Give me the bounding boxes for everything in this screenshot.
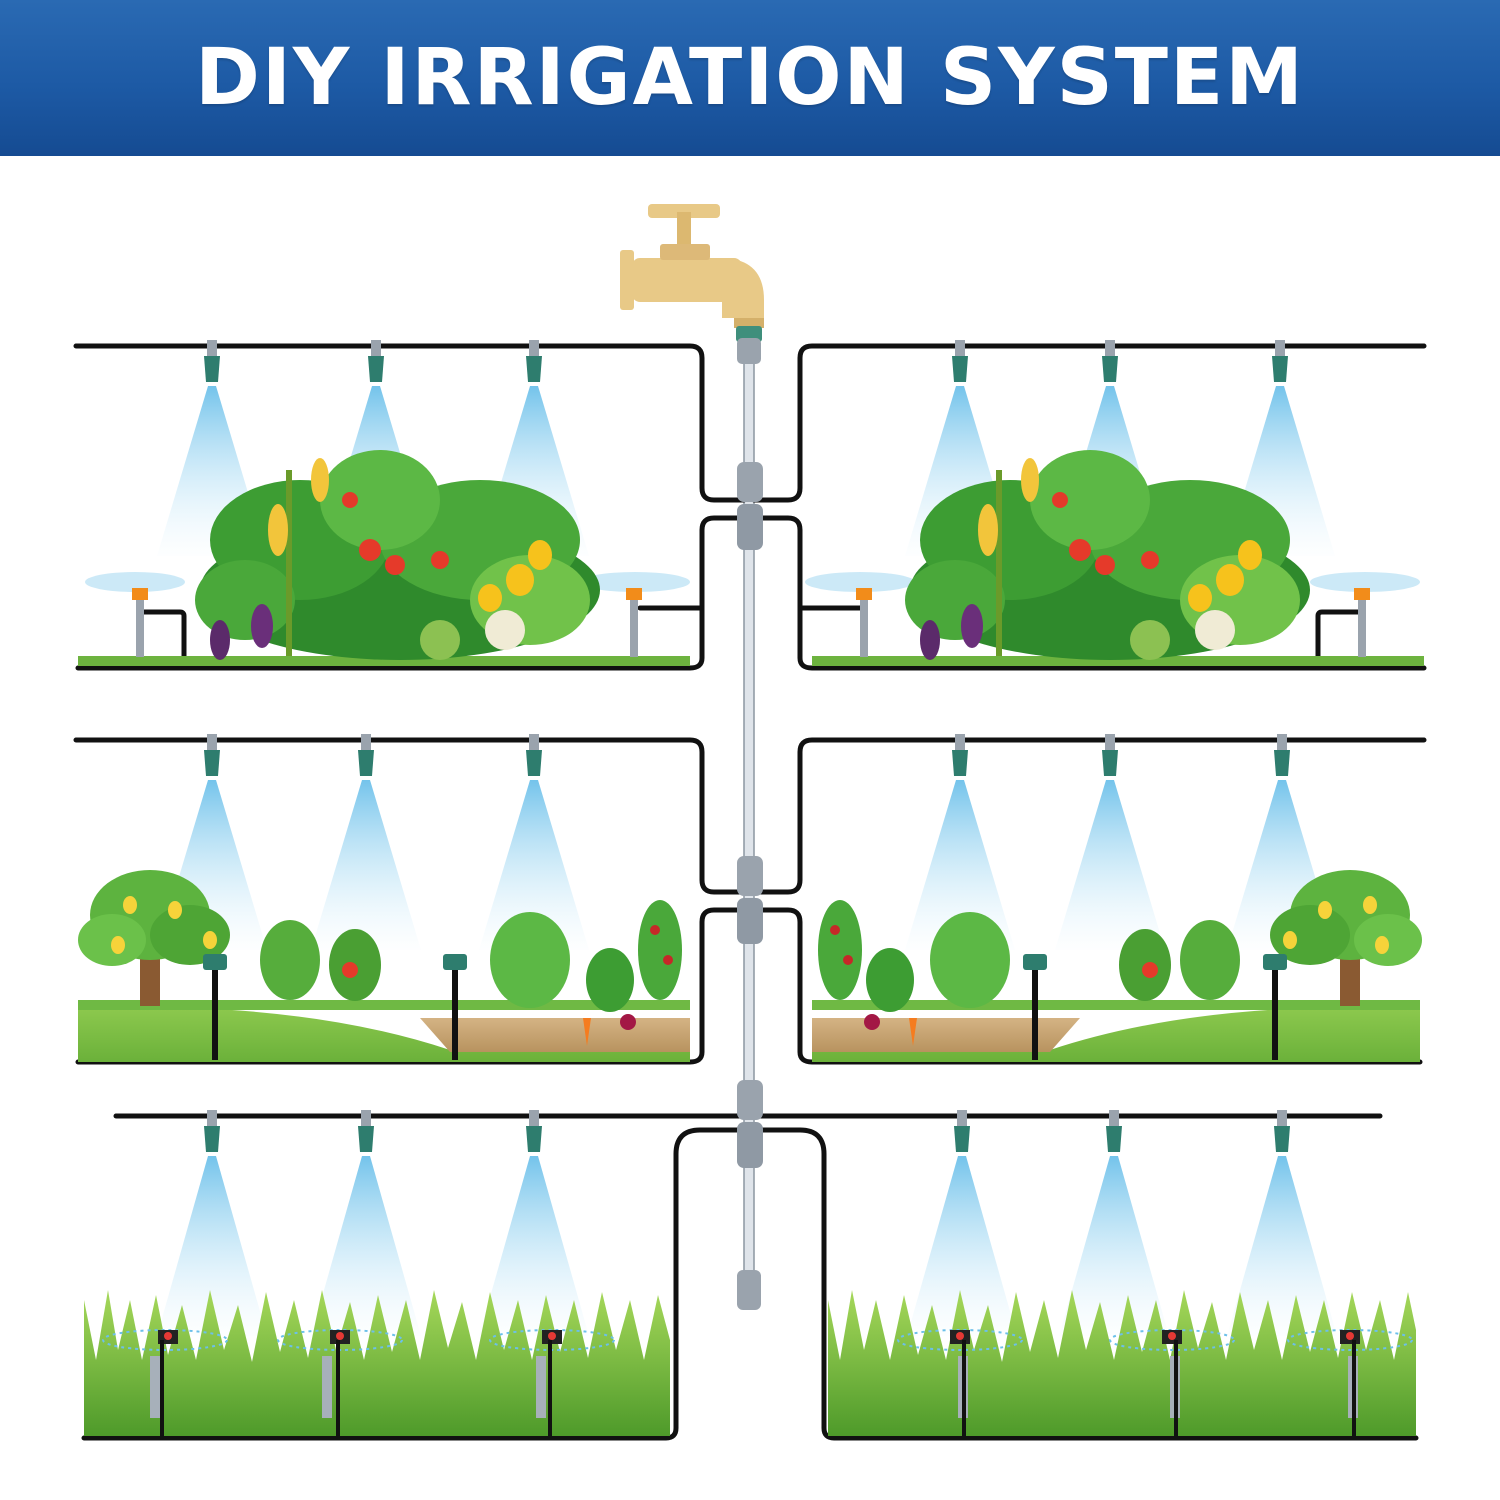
vegetable-plants-icon — [195, 450, 600, 660]
mist-nozzle-icon — [1059, 1110, 1169, 1336]
row3-connectors — [737, 1080, 763, 1168]
lawn-right — [828, 1290, 1416, 1438]
page-title: DIY IRRIGATION SYSTEM — [195, 33, 1305, 123]
orchard-garden-left — [78, 870, 690, 1062]
vegetable-garden-right — [805, 450, 1424, 666]
rotary-sprinkler-icon — [102, 1329, 228, 1438]
vegetable-garden-left — [78, 450, 690, 666]
mist-spray — [1059, 1156, 1169, 1336]
mist-nozzle-icon — [479, 734, 589, 950]
mist-spray — [1227, 1156, 1337, 1336]
mist-nozzle-icon — [1227, 1110, 1337, 1336]
lawn-left — [84, 1290, 670, 1438]
main-supply-line — [737, 338, 761, 1310]
mist-spray — [311, 1156, 421, 1336]
stake-sprinkler-icon — [1023, 954, 1287, 1060]
rotary-sprinkler-icon — [897, 1329, 1023, 1438]
rotary-sprinkler-icon — [489, 1329, 615, 1438]
row1-piping — [73, 343, 1427, 671]
mist-nozzle-icon — [311, 1110, 421, 1336]
faucet-icon — [620, 204, 764, 342]
mist-nozzle-icon — [907, 1110, 1017, 1336]
row2-connectors — [737, 856, 763, 944]
mist-nozzle-icon — [905, 734, 1015, 950]
mist-spray — [907, 1156, 1017, 1336]
mist-nozzle-icon — [1055, 734, 1165, 950]
vegetable-plants-icon — [905, 450, 1310, 660]
fruit-tree-icon — [1270, 870, 1422, 1006]
mist-nozzle-icon — [157, 1110, 267, 1336]
garden-plants-icon — [818, 900, 1240, 1046]
mist-spray — [479, 780, 589, 950]
row1-connectors — [737, 462, 763, 550]
mist-spray — [479, 1156, 589, 1336]
mist-spray — [311, 780, 421, 950]
rotary-sprinkler-icon — [277, 1329, 403, 1438]
mist-spray — [1055, 780, 1165, 950]
garden-plants-icon — [260, 900, 682, 1046]
title-banner: DIY IRRIGATION SYSTEM — [0, 0, 1500, 156]
orchard-garden-right — [812, 870, 1422, 1062]
rotary-sprinkler-icon — [1109, 1329, 1235, 1438]
row2-piping — [73, 737, 1427, 1065]
fruit-tree-icon — [78, 870, 230, 1006]
stake-sprinkler-icon — [203, 954, 467, 1060]
mist-nozzle-icon — [311, 734, 421, 950]
rotary-sprinkler-icon — [1287, 1329, 1413, 1438]
mist-spray — [157, 1156, 267, 1336]
mist-nozzle-icon — [479, 1110, 589, 1336]
mist-spray — [905, 780, 1015, 950]
